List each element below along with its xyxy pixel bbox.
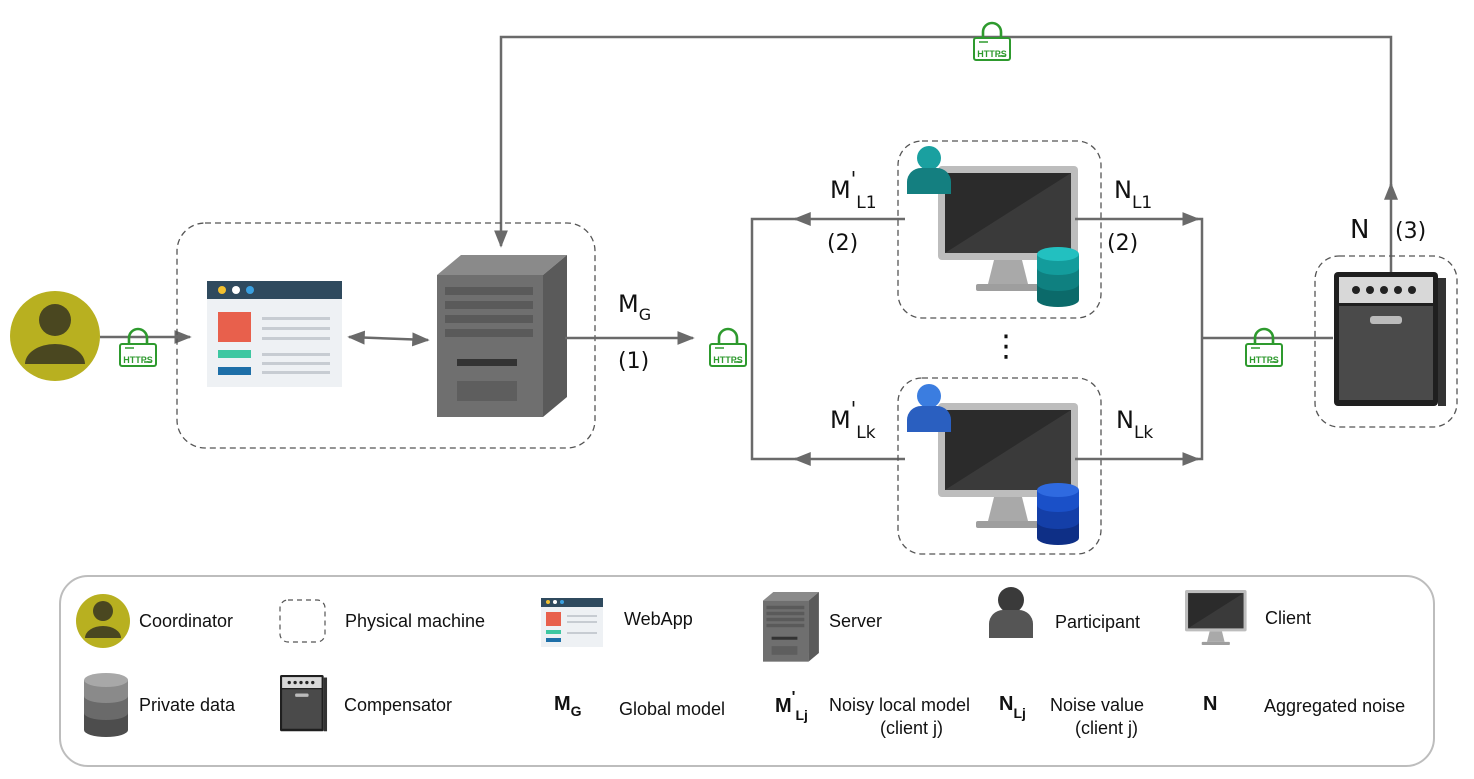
step2-left-label: (2) — [827, 231, 858, 256]
global-model-label: MG — [618, 290, 651, 324]
private-data-1-icon — [1037, 247, 1079, 307]
return-path-arrow — [494, 35, 1393, 274]
legend-global-model-symbol: MG — [554, 693, 582, 719]
legend-compensator-label: Compensator — [344, 695, 452, 715]
noise-k-label: NLk — [1116, 406, 1153, 443]
legend-participant-label: Participant — [1055, 612, 1140, 632]
legend-private-data-label: Private data — [139, 695, 236, 715]
legend-noisy-local-line1: Noisy local model — [829, 695, 970, 715]
https-label-compensator: HTTPS — [1249, 355, 1279, 365]
legend-noise-value-line2: (client j) — [1075, 718, 1138, 738]
physical-machine-box-server — [176, 222, 596, 449]
server-icon — [437, 255, 567, 417]
step3-label: (3) — [1395, 219, 1426, 244]
aggregated-noise-label: N — [1350, 215, 1369, 245]
webapp-icon — [207, 281, 342, 387]
webapp-server-arrow — [347, 330, 430, 347]
legend-physical-machine-icon — [279, 599, 326, 643]
legend-physical-machine-label: Physical machine — [345, 611, 485, 631]
legend-box — [59, 575, 1435, 767]
right-bracket — [1190, 217, 1204, 461]
legend-noisy-local-symbol: M'Lj — [775, 689, 808, 723]
step2-right-label: (2) — [1107, 231, 1138, 256]
legend-aggregated-label: Aggregated noise — [1264, 696, 1405, 716]
legend-noise-value-symbol: NLj — [999, 693, 1026, 721]
noisy-model-1-label: M'L1 — [830, 167, 877, 213]
legend-private-data-icon — [84, 673, 128, 737]
legend-noisy-local-line2: (client j) — [880, 718, 943, 738]
legend-webapp-label: WebApp — [624, 609, 693, 629]
https-label-top: HTTPS — [977, 49, 1007, 59]
legend-global-model-label: Global model — [619, 699, 725, 719]
ellipsis: ⋮ — [991, 329, 1021, 364]
physical-machine-box-compensator — [1314, 255, 1458, 428]
legend-participant-icon — [989, 587, 1033, 638]
legend-aggregated-symbol: N — [1203, 693, 1217, 715]
legend-client-label: Client — [1265, 608, 1311, 628]
left-bracket — [750, 217, 800, 461]
step1-label: (1) — [618, 349, 649, 374]
noise-1-label: NL1 — [1114, 176, 1152, 213]
physical-machine-box-client-1 — [897, 140, 1102, 319]
compensator-icon — [1334, 272, 1446, 406]
legend-noise-value-line1: Noise value — [1050, 695, 1144, 715]
legend-webapp-icon — [541, 598, 603, 647]
legend-server-label: Server — [829, 611, 882, 631]
legend-compensator-icon — [280, 675, 328, 732]
legend-server-icon — [763, 592, 819, 662]
legend-coordinator-icon — [76, 594, 130, 648]
coordinator-icon — [10, 291, 100, 381]
noisy-model-k-label: M'Lk — [830, 397, 876, 443]
legend-coordinator-label: Coordinator — [139, 611, 233, 631]
https-label-coordinator: HTTPS — [123, 355, 153, 365]
physical-machine-box-client-k — [897, 377, 1102, 555]
private-data-k-icon — [1037, 483, 1079, 545]
https-label-server: HTTPS — [713, 355, 743, 365]
